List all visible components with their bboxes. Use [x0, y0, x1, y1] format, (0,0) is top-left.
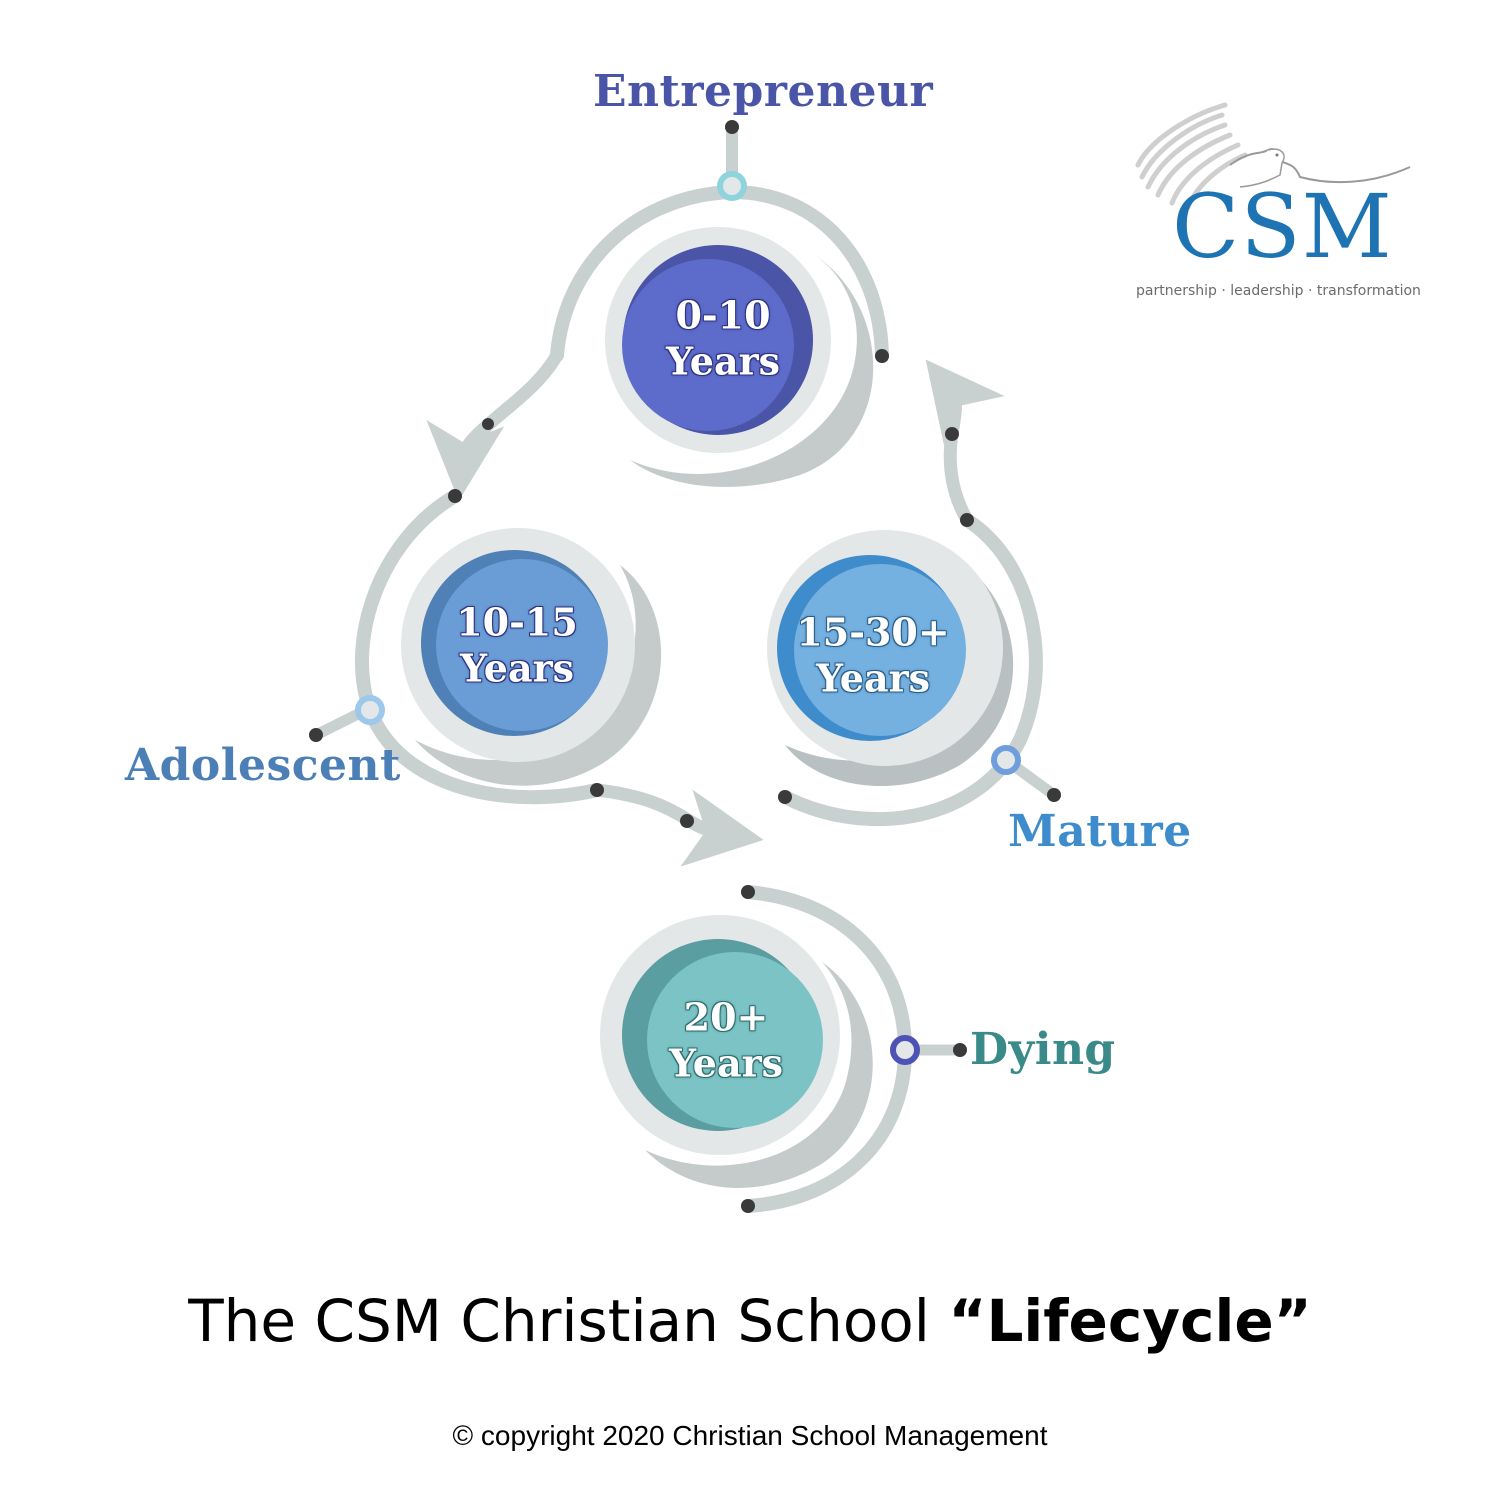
stage-dying-graphic [600, 885, 967, 1213]
node-dot [945, 427, 959, 441]
connector-ring [717, 171, 747, 201]
age-range: 20+ [683, 994, 769, 1040]
stage-label-dying: Dying [970, 1024, 1116, 1075]
node-dot [680, 814, 694, 828]
circle-fill [436, 559, 608, 731]
circle-text-dying: 20+ Years [669, 994, 783, 1085]
age-range: 10-15 [456, 599, 578, 645]
age-range: 0-10 [675, 292, 771, 338]
circle-text-entrepreneur: 0-10 Years [666, 292, 780, 383]
dove-icon [1135, 102, 1411, 210]
node-dot [778, 790, 792, 804]
age-range: 15-30+ [796, 609, 950, 655]
circle-fill [622, 259, 794, 431]
flow-arrow-to-adolescent [426, 348, 564, 501]
stage-label-mature: Mature [1008, 806, 1192, 857]
node-dot [309, 728, 323, 742]
circle-fill [647, 952, 823, 1128]
node-dot [953, 1043, 967, 1057]
node-dot [482, 418, 494, 430]
connector-ring [991, 745, 1021, 775]
age-unit: Years [459, 645, 575, 690]
copyright-notice: © copyright 2020 Christian School Manage… [452, 1420, 1048, 1451]
csm-logo: CSM partnership · leadership · transform… [1130, 95, 1421, 310]
age-unit: Years [668, 1040, 784, 1085]
connector-ring [890, 1035, 920, 1065]
node-dot [875, 349, 889, 363]
age-unit: Years [665, 338, 781, 383]
age-unit: Years [815, 655, 931, 700]
stage-adolescent-graphic [309, 489, 662, 805]
node-dot [741, 885, 755, 899]
circle-fill [794, 564, 966, 736]
circle-text-mature: 15-30+ Years [796, 609, 949, 700]
title-prefix: The CSM Christian School [188, 1287, 949, 1355]
logo-tagline: partnership · leadership · transformatio… [1136, 283, 1421, 299]
logo-wordmark: CSM [1172, 175, 1393, 278]
node-dot [725, 120, 739, 134]
stage-entrepreneur-graphic [550, 120, 889, 487]
page-title: The CSM Christian School “Lifecycle” [0, 1292, 1500, 1350]
node-dot [960, 513, 974, 527]
flow-arrow-to-dying [590, 783, 764, 867]
node-dot [1047, 788, 1061, 802]
circle-text-adolescent: 10-15 Years [456, 599, 578, 690]
stage-label-entrepreneur: Entrepreneur [593, 66, 934, 117]
stage-mature-graphic [767, 359, 1061, 827]
crescent-shadow [415, 565, 662, 786]
stage-label-adolescent: Adolescent [125, 740, 401, 791]
node-dot [448, 489, 462, 503]
crescent-shadow [645, 962, 873, 1188]
node-dot [590, 783, 604, 797]
flow-arrow-to-entrepreneur [925, 359, 1005, 527]
track-arc [778, 513, 1043, 827]
title-emphasis: “Lifecycle” [948, 1287, 1312, 1355]
connector-ring [355, 695, 385, 725]
node-dot [741, 1199, 755, 1213]
